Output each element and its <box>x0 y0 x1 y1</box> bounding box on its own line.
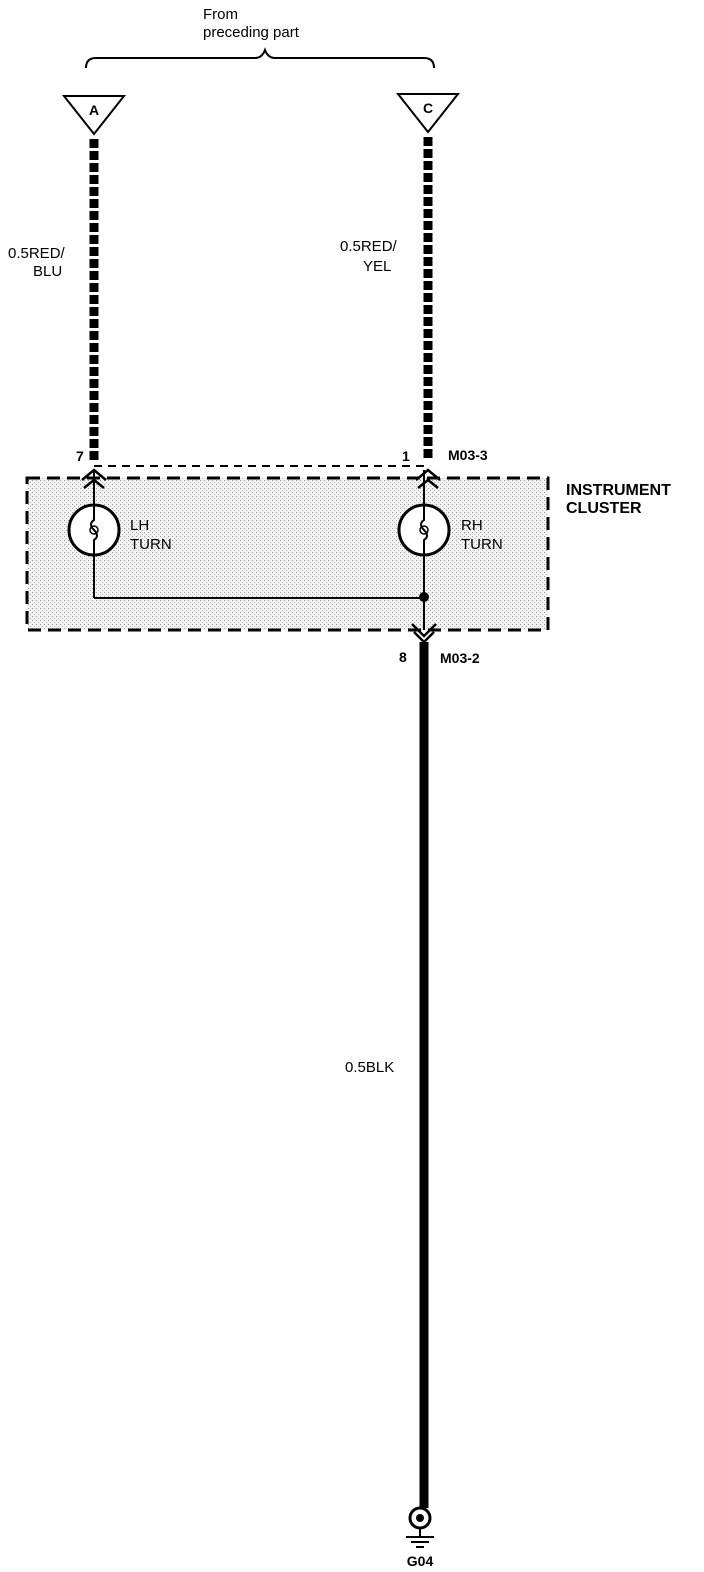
connector-m03-3-label: M03-3 <box>448 447 488 463</box>
instrument-cluster-box <box>25 476 550 632</box>
pin-7-label: 7 <box>76 448 84 464</box>
connector-a-label: A <box>89 102 99 118</box>
from-label-line1: From <box>203 6 238 23</box>
pin-1-label: 1 <box>402 448 410 464</box>
connector-m03-2-label: M03-2 <box>440 650 480 666</box>
lh-turn-lamp-icon <box>67 503 121 557</box>
wire-left-label-line1: 0.5RED/ <box>8 245 66 262</box>
cluster-label-line2: CLUSTER <box>566 500 642 517</box>
from-brace <box>85 47 435 69</box>
rh-turn-label-line1: RH <box>461 517 483 534</box>
wire-right-label-line2: YEL <box>363 258 391 275</box>
wire-blk-label: 0.5BLK <box>345 1059 394 1076</box>
ground-icon <box>406 1506 434 1548</box>
lh-turn-label-line1: LH <box>130 517 149 534</box>
connector-a: A <box>61 95 127 136</box>
wire-right-label-line1: 0.5RED/ <box>340 238 398 255</box>
ground-label: G04 <box>407 1553 434 1569</box>
connector-c: C <box>395 93 461 134</box>
cluster-label-line1: INSTRUMENT <box>566 482 671 499</box>
pin-8-label: 8 <box>399 649 407 665</box>
connector-c-label: C <box>423 100 433 116</box>
terminal-right-top <box>415 468 441 481</box>
wire-left-label-line2: BLU <box>33 263 62 280</box>
from-label-line2: preceding part <box>203 24 300 41</box>
terminal-right-top-inner <box>417 478 439 489</box>
rh-turn-lamp-icon <box>397 503 451 557</box>
splice-dot <box>419 592 429 602</box>
terminal-bottom-outer <box>411 623 437 638</box>
lh-turn-label-line2: TURN <box>130 536 172 553</box>
rh-turn-label-line2: TURN <box>461 536 503 553</box>
